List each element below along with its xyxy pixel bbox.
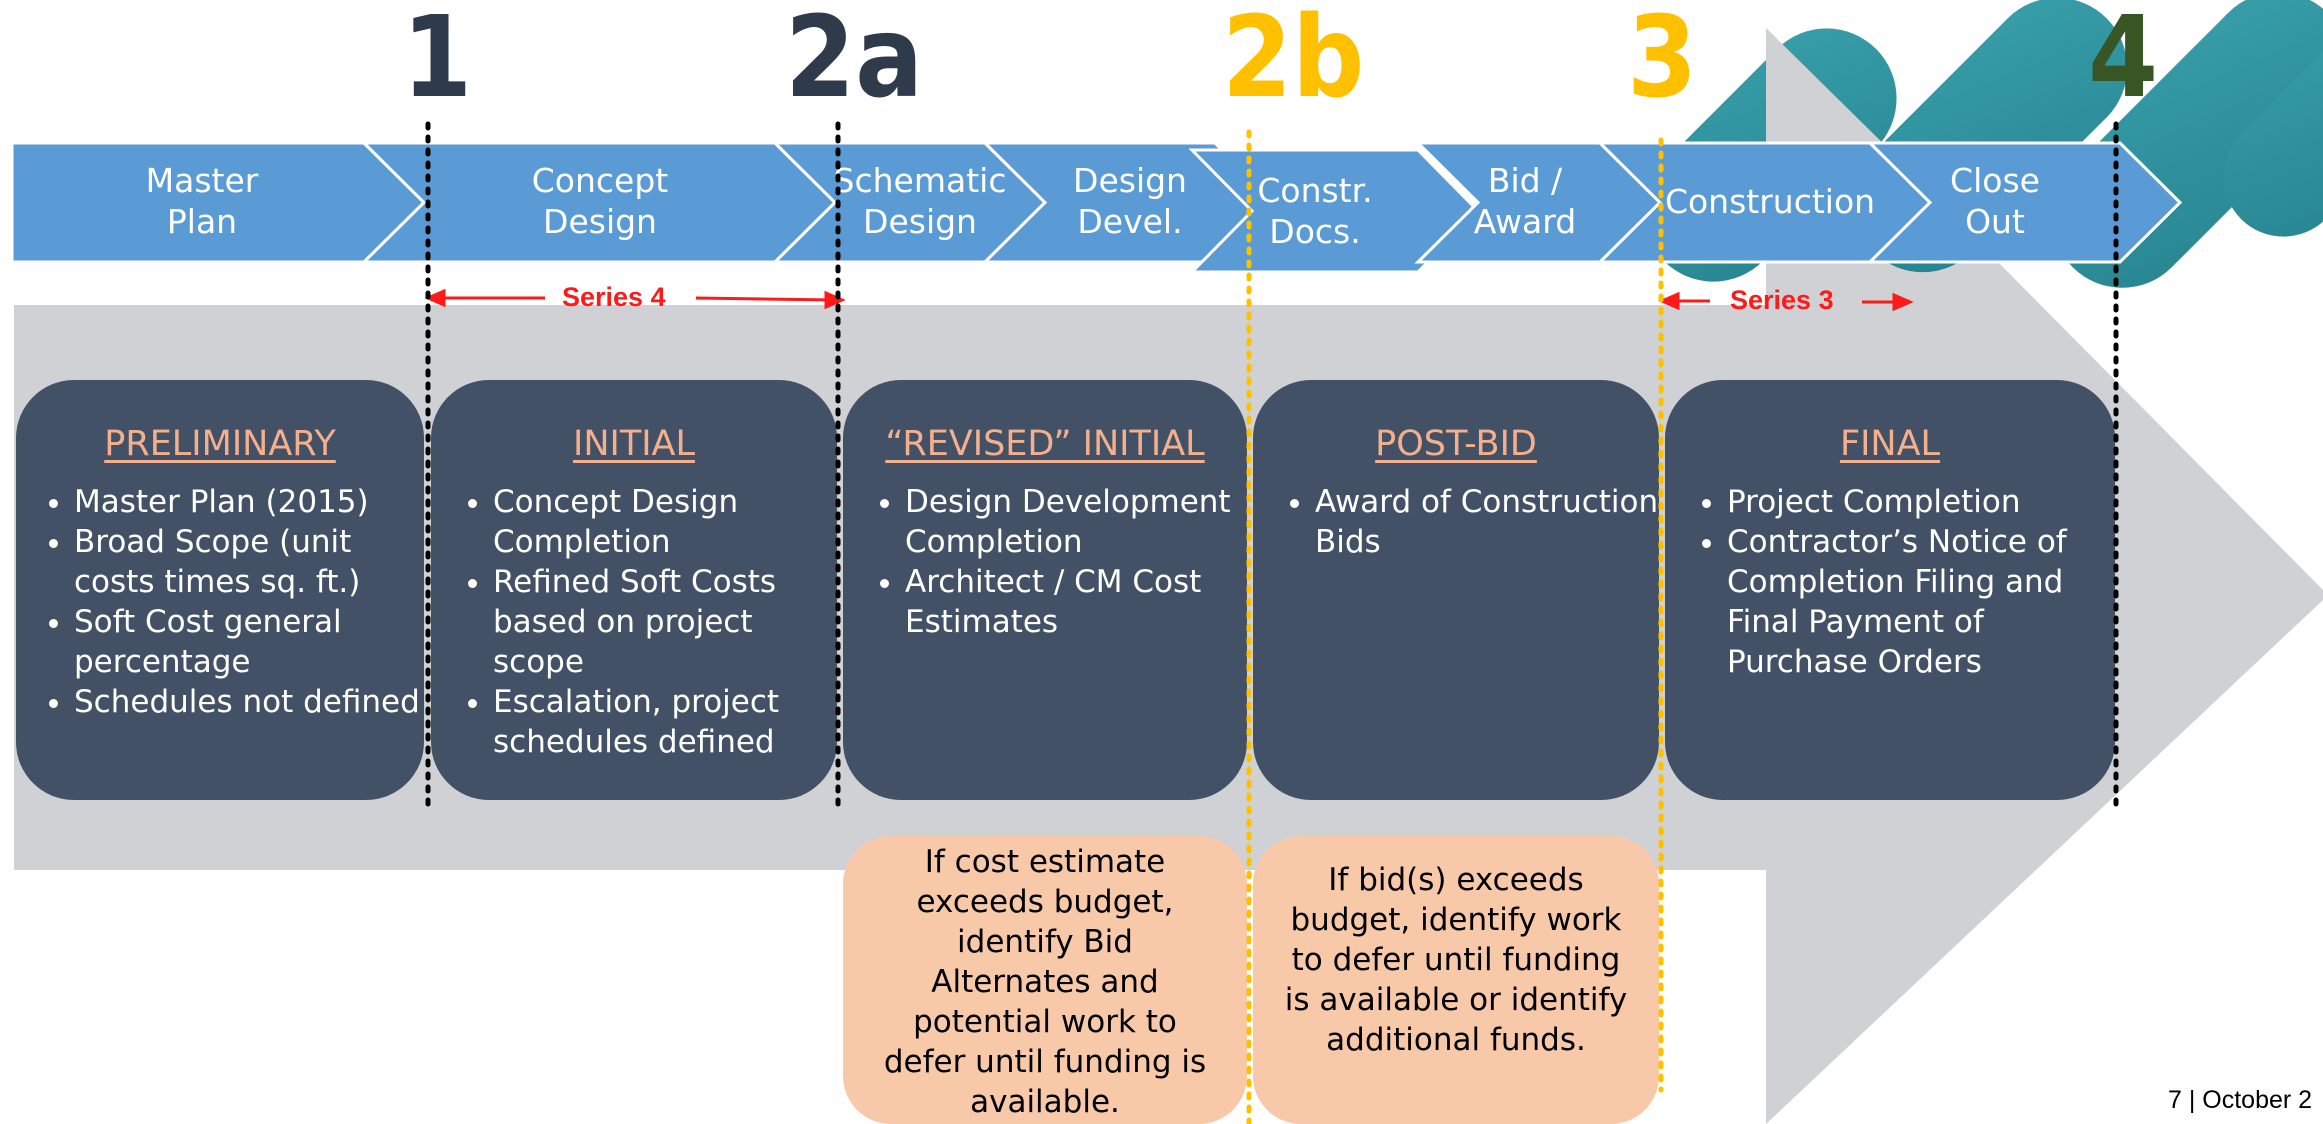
card-title: INITIAL	[573, 424, 695, 464]
card-revised-initial: “REVISED” INITIAL Design Development Com…	[843, 380, 1247, 800]
phase-bid-award: Bid / Award	[1473, 161, 1577, 241]
list-item: Escalation, project schedules defined	[493, 682, 837, 762]
card-list: Concept Design Completion Refined Soft C…	[431, 482, 837, 762]
milestone-2a: 2a	[785, 0, 924, 123]
milestone-2b: 2b	[1222, 0, 1365, 123]
list-item: Contractor’s Notice of Completion Filing…	[1727, 522, 2115, 682]
list-item: Project Completion	[1727, 482, 2115, 522]
card-title: POST-BID	[1375, 424, 1537, 464]
list-item: Broad Scope (unit costs times sq. ft.)	[74, 522, 424, 602]
card-list: Master Plan (2015) Broad Scope (unit cos…	[16, 482, 424, 722]
phase-close-out: Close Out	[1950, 161, 2040, 241]
list-item: Award of Construction Bids	[1315, 482, 1659, 562]
card-title: PRELIMINARY	[104, 424, 336, 464]
card-list: Project Completion Contractor’s Notice o…	[1665, 482, 2115, 682]
footer-page-date: 7 | October 2	[2168, 1086, 2313, 1114]
card-post-bid: POST-BID Award of Construction Bids	[1253, 380, 1659, 800]
milestone-1: 1	[402, 0, 473, 123]
phase-concept-design: Concept Design	[531, 161, 669, 241]
phase-design-devel: Design Devel.	[1073, 161, 1187, 241]
card-preliminary: PRELIMINARY Master Plan (2015) Broad Sco…	[16, 380, 424, 800]
phase-chevron	[1866, 141, 2183, 264]
card-final: FINAL Project Completion Contractor’s No…	[1665, 380, 2115, 800]
series-4-arrow	[424, 288, 846, 310]
list-item: Design Development Completion	[905, 482, 1247, 562]
series-3-arrow	[1658, 291, 1914, 312]
phase-chevron-bar	[10, 141, 2183, 274]
list-item: Architect / CM Cost Estimates	[905, 562, 1247, 642]
phase-construction: Construction	[1664, 182, 1876, 221]
card-initial: INITIAL Concept Design Completion Refine…	[431, 380, 837, 800]
card-title: FINAL	[1839, 424, 1941, 464]
list-item: Concept Design Completion	[493, 482, 837, 562]
milestone-4: 4	[2088, 0, 2159, 123]
card-list: Award of Construction Bids	[1253, 482, 1659, 562]
phase-master-plan: Master Plan	[145, 161, 259, 241]
card-title: “REVISED” INITIAL	[885, 424, 1205, 464]
note-revised-initial: If cost estimate exceeds budget, identif…	[843, 836, 1247, 1124]
list-item: Soft Cost general percentage	[74, 602, 424, 682]
phase-schematic-design: Schematic Design	[833, 161, 1007, 241]
phase-constr-docs: Constr. Docs.	[1257, 171, 1373, 251]
milestone-3: 3	[1627, 0, 1698, 123]
list-item: Refined Soft Costs based on project scop…	[493, 562, 837, 682]
list-item: Schedules not defined	[74, 682, 424, 722]
series-4-label: Series 4	[562, 282, 666, 312]
phase-chevron	[1188, 148, 1481, 274]
card-list: Design Development Completion Architect …	[843, 482, 1247, 642]
list-item: Master Plan (2015)	[74, 482, 424, 522]
series-3-label: Series 3	[1730, 285, 1834, 315]
note-post-bid: If bid(s) exceeds budget, identify work …	[1253, 836, 1659, 1124]
